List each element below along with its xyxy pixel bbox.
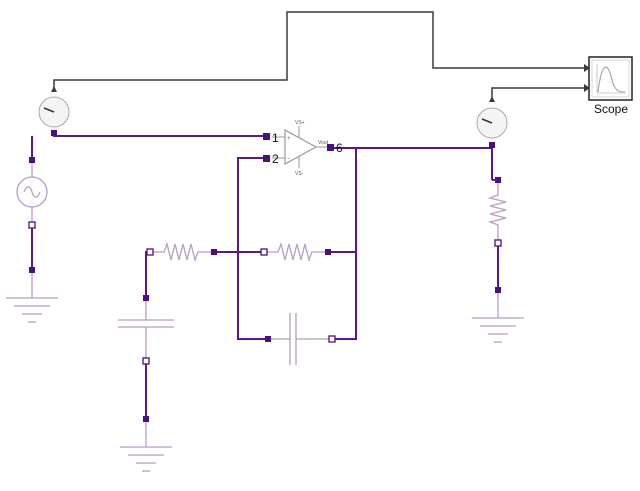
signal-line-1[interactable] [51,11,590,92]
scope-waveform-icon [597,66,626,93]
scope-block[interactable]: Scope [588,56,633,116]
scope-label: Scope [594,102,628,116]
resistor-feedback[interactable] [260,241,331,263]
op-amp[interactable]: + − VS+ VS- Vout 1 2 6 [263,120,343,177]
voltage-sensor-left[interactable] [38,96,70,136]
resistor-left[interactable] [146,241,217,263]
capacitor-input[interactable] [118,295,174,422]
ac-voltage-source[interactable] [16,157,48,273]
port-2-label: 2 [272,152,279,166]
port-1-label: 1 [272,131,279,145]
signal-line-2[interactable] [489,84,590,102]
svg-text:VS+: VS+ [295,120,305,126]
voltage-sensor-right[interactable] [476,107,508,148]
svg-text:VS-: VS- [295,171,304,177]
svg-text:+: + [287,136,291,142]
ground-right [472,293,524,343]
svg-text:−: − [287,156,291,162]
port-6-label: 6 [336,141,343,155]
ground-left [6,273,58,323]
wires [31,134,499,419]
ground-middle [120,422,172,472]
svg-text:Vout: Vout [318,140,329,146]
capacitor-feedback[interactable] [265,313,336,365]
